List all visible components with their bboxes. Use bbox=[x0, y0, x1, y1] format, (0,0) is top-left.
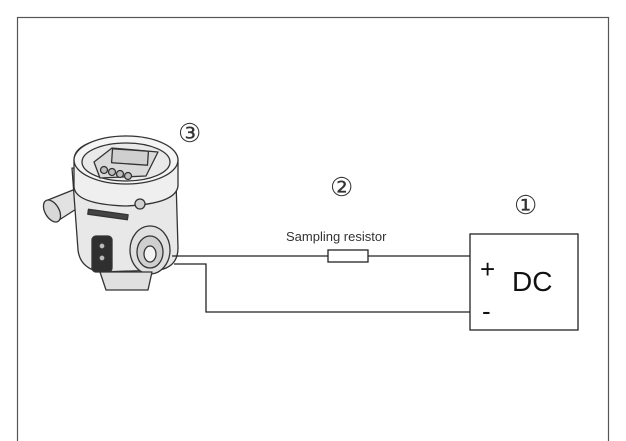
supply-minus-sign: - bbox=[482, 296, 491, 326]
supply-plus-sign: + bbox=[480, 254, 496, 284]
wire-bottom bbox=[174, 263, 470, 313]
resistor-marker: ② bbox=[330, 172, 354, 202]
supply-marker: ① bbox=[514, 190, 538, 220]
supply-dc-label: DC bbox=[512, 266, 553, 297]
outer-frame bbox=[16, 16, 610, 441]
resistor-caption: Sampling resistor bbox=[286, 229, 387, 244]
wires bbox=[172, 255, 470, 313]
sampling-resistor bbox=[327, 249, 369, 263]
device-marker: ③ bbox=[178, 118, 202, 148]
pressure-transmitter-icon bbox=[42, 135, 179, 291]
dc-supply-box bbox=[469, 233, 579, 331]
